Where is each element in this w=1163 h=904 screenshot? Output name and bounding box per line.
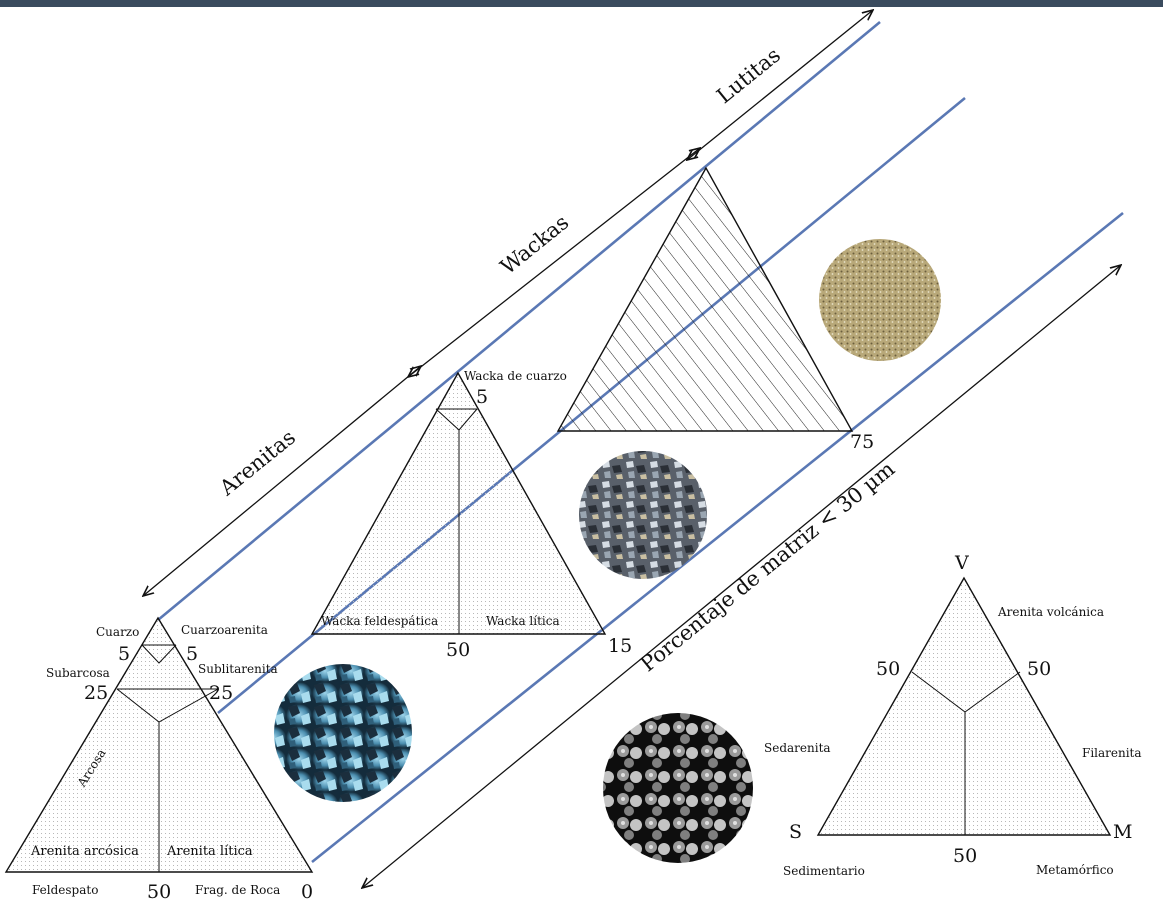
feldespato-label: Feldespato [32, 883, 98, 897]
quartz-arenite-micrograph [274, 664, 412, 802]
metamorfico-label: Metamórfico [1036, 863, 1114, 877]
lutita-triangle-fill [556, 166, 854, 432]
frag-roca-label: Frag. de Roca [195, 883, 280, 897]
cuarzoarenita-label: Cuarzoarenita [181, 623, 268, 637]
lithic-s-label: S [789, 821, 802, 843]
wacka-50-value: 50 [446, 639, 470, 661]
lithic-50-right-value: 50 [1027, 658, 1051, 680]
lutitas-label: Lutitas [712, 43, 785, 108]
arenitas-label: Arenitas [214, 425, 300, 501]
wacka-15-value: 15 [608, 635, 632, 657]
cuarzo-label: Cuarzo [96, 625, 139, 639]
lithic-triangle-fill [816, 576, 1112, 836]
arenita-50-value: 50 [147, 881, 171, 903]
arenita-litica-label: Arenita lítica [166, 844, 253, 859]
lithic-50-bottom-value: 50 [953, 845, 977, 867]
wacka-litica-label: Wacka lítica [486, 614, 560, 628]
lutitas-arrow [687, 10, 873, 160]
arenita-5-right-value: 5 [186, 643, 198, 665]
subarcosa-label: Subarcosa [46, 666, 110, 680]
arenita-arcosica-label: Arenita arcósica [30, 844, 139, 859]
arenita-5-left-value: 5 [118, 643, 130, 665]
lutita-micrograph [819, 239, 941, 361]
arenita-25-left-value: 25 [84, 682, 108, 704]
sublitarenita-label: Sublitarenita [198, 662, 278, 676]
top-bar [0, 0, 1163, 7]
wacka-cuarzo-label: Wacka de cuarzo [464, 369, 567, 383]
arenita-sub-divider [141, 644, 177, 664]
wacka-micrograph [579, 451, 707, 579]
lithic-triangle [816, 576, 1112, 836]
matrix-arrow [362, 265, 1121, 888]
arenita-volcanica-label: Arenita volcánica [997, 605, 1104, 619]
sedimentario-label: Sedimentario [783, 864, 865, 878]
wacka-5-value: 5 [476, 386, 488, 408]
sedarenita-label: Sedarenita [764, 741, 831, 755]
lithic-50-left-value: 50 [876, 658, 900, 680]
wackas-label: Wackas [496, 210, 573, 279]
matrix-label-backing [641, 455, 919, 691]
lithic-v-label: V [954, 552, 969, 574]
lutita-75-value: 75 [850, 431, 874, 453]
filarenita-label: Filarenita [1082, 746, 1142, 760]
lithic-m-label: M [1113, 821, 1132, 843]
wacka-feldespatica-label: Wacka feldespática [321, 614, 438, 628]
arenita-25-right-value: 25 [209, 682, 233, 704]
arenita-0-value: 0 [301, 881, 313, 903]
arenita-triangle [4, 616, 314, 873]
wacka-triangle [310, 371, 607, 635]
band-arrows [143, 10, 1121, 888]
lutita-triangle [556, 166, 854, 432]
litharenite-micrograph [603, 713, 753, 863]
